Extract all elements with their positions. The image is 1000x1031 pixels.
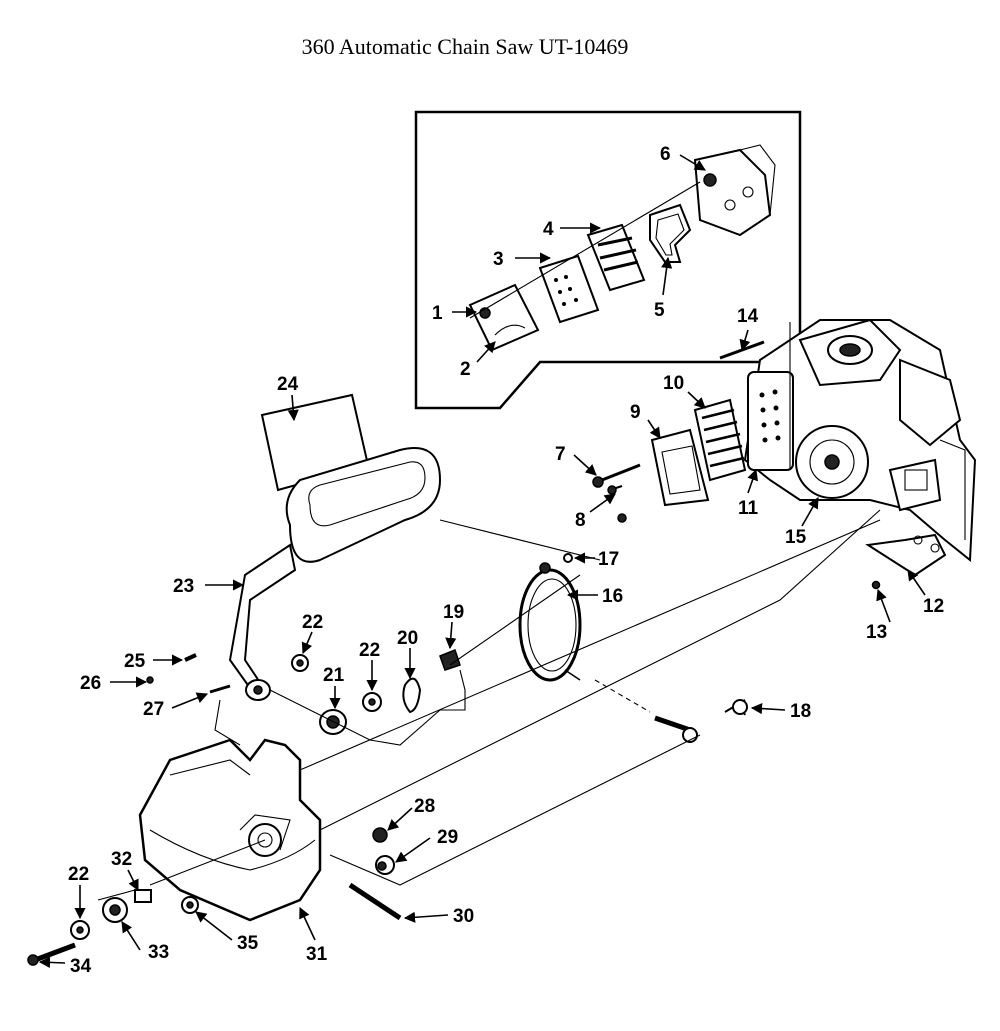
filter-cover-9 [650, 428, 710, 507]
callout-6: 6 [660, 144, 671, 165]
callout-34: 34 [70, 956, 92, 977]
page-title: 360 Automatic Chain Saw UT-10469 [301, 34, 629, 59]
callout-20: 20 [397, 628, 418, 649]
callout-22a: 22 [359, 640, 380, 661]
callout-1: 1 [432, 303, 443, 324]
callout-28: 28 [414, 796, 435, 817]
callout-11: 11 [738, 498, 759, 519]
callout-17: 17 [598, 549, 619, 570]
small-parts [70, 649, 748, 940]
callout-27: 27 [143, 699, 164, 720]
assembly-lines [149, 509, 881, 886]
callouts: 1 2 3 4 5 6 7 8 9 10 11 12 13 14 15 16 1… [68, 144, 944, 977]
callout-21: 21 [323, 665, 345, 686]
reed-block-4 [586, 223, 646, 292]
callout-18: 18 [790, 701, 811, 722]
callout-16: 16 [602, 586, 623, 607]
callout-19: 19 [443, 602, 464, 623]
callout-3: 3 [493, 249, 504, 270]
callout-8: 8 [575, 510, 586, 531]
callout-26: 26 [80, 673, 101, 694]
callout-33: 33 [148, 942, 169, 963]
clutch-drum-16 [518, 553, 582, 682]
callout-22b: 22 [302, 612, 323, 633]
callout-35: 35 [237, 933, 259, 954]
callout-23: 23 [173, 576, 194, 597]
callout-31: 31 [306, 944, 328, 965]
callout-7: 7 [555, 444, 566, 465]
callout-13: 13 [866, 622, 887, 643]
callout-5: 5 [654, 300, 665, 321]
callout-22c: 22 [68, 864, 89, 885]
callout-25: 25 [124, 651, 146, 672]
inset-frame [414, 110, 802, 410]
filter-assembly [592, 340, 765, 523]
clutch-cover-31 [138, 738, 322, 922]
callout-29: 29 [437, 827, 458, 848]
leader-lines [38, 154, 926, 968]
plate-12 [865, 533, 947, 590]
callout-4: 4 [543, 219, 554, 240]
reed-cover-2 [468, 283, 540, 352]
carburetor-6 [693, 148, 772, 237]
callout-32: 32 [111, 849, 132, 870]
callout-12: 12 [923, 596, 944, 617]
callout-10: 10 [663, 373, 684, 394]
callout-15: 15 [785, 527, 807, 548]
callout-24: 24 [277, 374, 299, 395]
callout-14: 14 [737, 306, 759, 327]
inset-parts [468, 144, 776, 352]
engine-housing [743, 318, 977, 563]
callout-30: 30 [453, 906, 474, 927]
callout-2: 2 [460, 359, 471, 380]
callout-9: 9 [630, 402, 641, 423]
